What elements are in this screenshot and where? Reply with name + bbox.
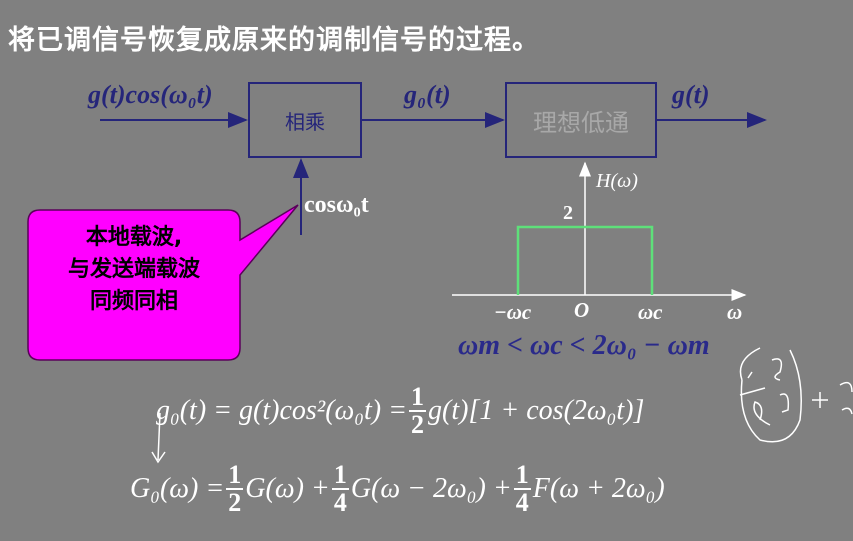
denominator: 4 xyxy=(333,488,347,517)
denominator: 2 xyxy=(228,488,242,517)
lowpass-label: 理想低通 xyxy=(533,108,629,137)
numerator: 1 xyxy=(226,460,244,490)
neg-cutoff-label: −ωc xyxy=(494,300,532,324)
origin-label: O xyxy=(574,298,590,322)
slide-title: 将已调信号恢复成原来的调制信号的过程。 xyxy=(8,25,540,56)
eq2-term-3: F(ω + 2ω₀) xyxy=(532,473,665,504)
filter-response xyxy=(516,225,654,295)
eq2-term-2: G(ω − 2ω₀) + xyxy=(350,473,512,504)
multiplier-block[interactable]: 相乘 xyxy=(248,82,362,158)
callout-line: 同频同相 xyxy=(89,289,178,314)
pos-cutoff-label: ωc xyxy=(638,300,663,324)
eq1-rhs: g(t)[1 + cos(2ω₀t)] xyxy=(428,395,645,426)
callout-text: 本地载波, 与发送端载波 同频同相 xyxy=(28,222,240,318)
numerator: 1 xyxy=(513,460,531,490)
height-label: 2 xyxy=(563,202,573,224)
cutoff-condition: ωm < ωc < 2ω₀ − ωm xyxy=(458,330,710,361)
denominator: 4 xyxy=(515,488,529,517)
lowpass-filter-block[interactable]: 理想低通 xyxy=(505,82,657,158)
multiplier-label: 相乘 xyxy=(285,109,325,134)
mid-signal-label: g₀(t) xyxy=(404,80,451,109)
eq2-term-1: G(ω) + xyxy=(245,473,330,504)
numerator: 1 xyxy=(409,382,427,412)
eq2-lhs: G₀(ω) = xyxy=(130,473,225,504)
numerator: 1 xyxy=(331,460,349,490)
callout-line: 本地载波, xyxy=(85,225,183,250)
output-signal-label: g(t) xyxy=(672,80,710,109)
y-axis-label: H(ω) xyxy=(596,170,638,192)
handwritten-annotation xyxy=(151,347,853,464)
eq1-lhs: g₀(t) = g(t)cos²(ω₀t) = xyxy=(156,395,408,426)
input-signal-label: g(t)cos(ω₀t) xyxy=(88,80,213,109)
x-axis-label: ω xyxy=(727,300,743,324)
callout-line: 与发送端载波 xyxy=(67,257,200,282)
carrier-label: cosω₀t xyxy=(304,192,369,218)
denominator: 2 xyxy=(411,410,425,439)
callout-bubble xyxy=(27,204,299,361)
